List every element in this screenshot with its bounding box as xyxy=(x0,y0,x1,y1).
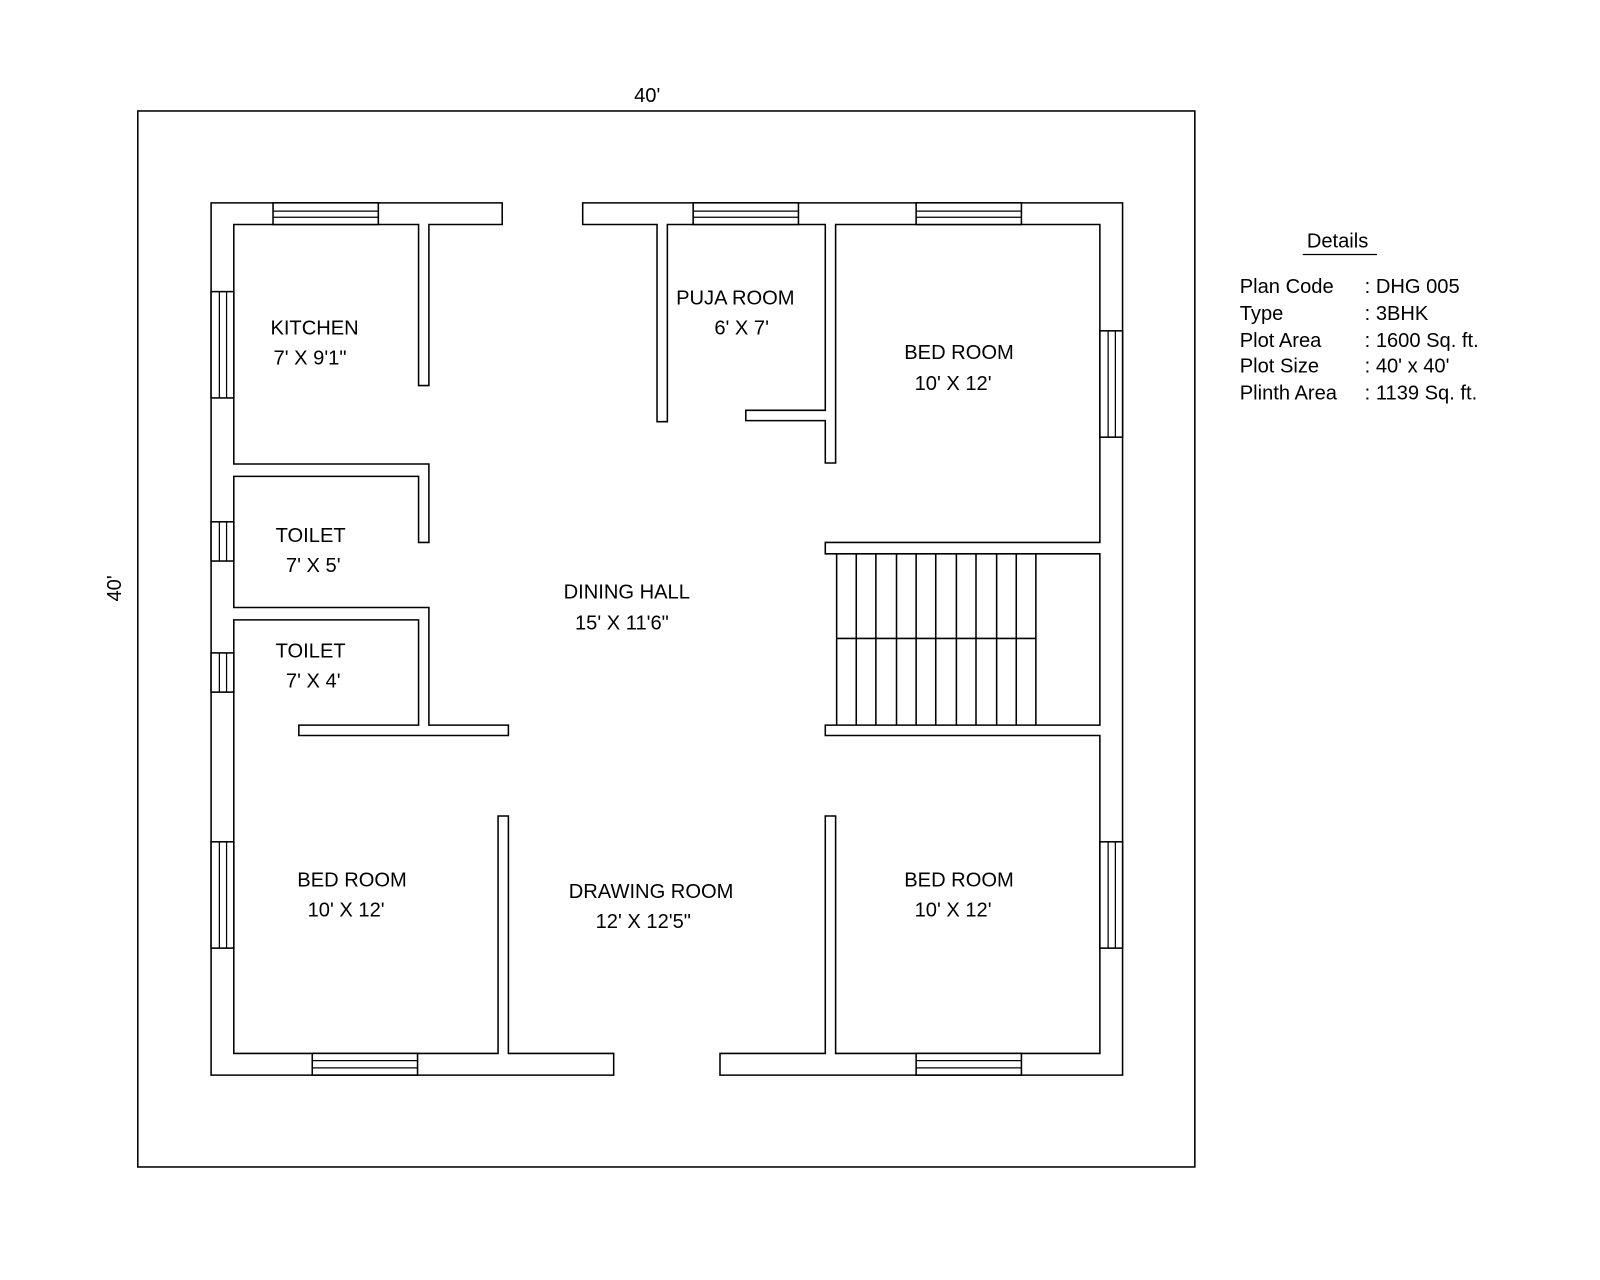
room-size: 7' X 4' xyxy=(286,670,341,692)
room-name: BED ROOM xyxy=(904,342,1014,364)
room-name: TOILET xyxy=(276,641,346,663)
room-kitchen: KITCHEN 7' X 9'1" xyxy=(270,317,358,369)
window-icon xyxy=(915,1052,1023,1076)
room-bedroom-bottom-left: BED ROOM 10' X 12' xyxy=(297,870,407,922)
room-name: TOILET xyxy=(276,525,346,547)
window-icon xyxy=(1099,841,1124,949)
details-value: : 40' x 40' xyxy=(1365,356,1450,378)
window-icon xyxy=(210,652,235,693)
room-size: 10' X 12' xyxy=(915,373,992,395)
window-icon xyxy=(210,521,235,562)
room-name: BED ROOM xyxy=(297,870,407,892)
details-value: : 1139 Sq. ft. xyxy=(1365,382,1478,404)
plot-height-label: 40' xyxy=(104,575,126,601)
room-size: 7' X 9'1" xyxy=(274,347,347,369)
details-value: : DHG 005 xyxy=(1365,276,1460,298)
room-toilet-1: TOILET 7' X 5' xyxy=(276,525,346,577)
room-toilet-2: TOILET 7' X 4' xyxy=(276,641,346,693)
window-icon xyxy=(272,202,380,226)
room-bedroom-top-right: BED ROOM 10' X 12' xyxy=(904,342,1014,395)
room-size: 15' X 11'6" xyxy=(575,613,669,635)
room-name: DRAWING ROOM xyxy=(569,881,734,903)
window-icon xyxy=(311,1052,419,1076)
details-title: Details xyxy=(1307,231,1368,253)
room-size: 12' X 12'5" xyxy=(596,911,691,933)
staircase xyxy=(835,553,1037,726)
plot-boundary xyxy=(137,110,1196,1168)
window-icon xyxy=(692,202,800,226)
room-size: 10' X 12' xyxy=(308,900,385,922)
room-drawing-room: DRAWING ROOM 12' X 12'5" xyxy=(569,881,734,933)
room-name: KITCHEN xyxy=(270,317,358,339)
room-size: 7' X 5' xyxy=(286,555,341,577)
window-icon xyxy=(1099,330,1124,438)
window-icon xyxy=(210,841,235,949)
plot-width-label: 40' xyxy=(634,85,660,107)
details-panel: Details Plan Code : DHG 005 Type : 3BHK … xyxy=(1240,231,1479,405)
room-bedroom-bottom-right: BED ROOM 10' X 12' xyxy=(904,870,1014,922)
window-icon xyxy=(915,202,1023,226)
room-name: DINING HALL xyxy=(564,582,690,604)
details-label: Plinth Area xyxy=(1240,382,1338,404)
details-label: Plot Size xyxy=(1240,356,1319,378)
details-label: Plot Area xyxy=(1240,330,1322,352)
details-value: : 3BHK xyxy=(1365,303,1429,325)
room-dining-hall: DINING HALL 15' X 11'6" xyxy=(564,582,690,635)
room-name: PUJA ROOM xyxy=(676,288,794,310)
room-size: 10' X 12' xyxy=(915,900,992,922)
windows xyxy=(210,202,1124,1076)
room-puja: PUJA ROOM 6' X 7' xyxy=(676,288,794,340)
details-value: : 1600 Sq. ft. xyxy=(1365,330,1479,352)
room-size: 6' X 7' xyxy=(714,317,769,339)
window-icon xyxy=(210,290,235,399)
details-label: Plan Code xyxy=(1240,276,1334,298)
room-name: BED ROOM xyxy=(904,870,1014,892)
details-label: Type xyxy=(1240,303,1284,325)
